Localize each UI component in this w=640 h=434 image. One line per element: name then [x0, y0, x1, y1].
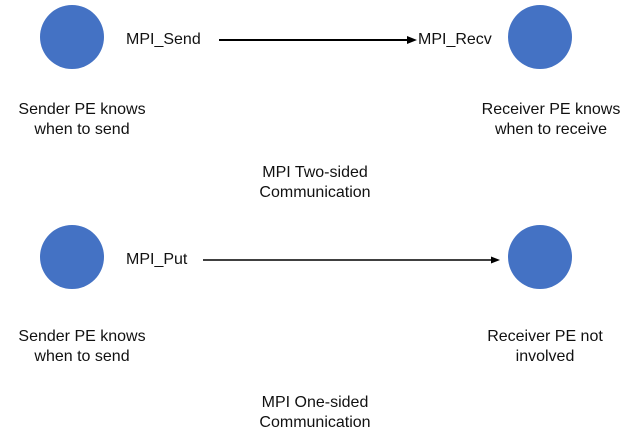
- sender-caption-line-1: Sender PE knows: [18, 328, 146, 345]
- sender-node-one-sided: [40, 225, 104, 289]
- put-arrow: [203, 256, 500, 264]
- sender-caption-one-sided: Sender PE knows when to send: [0, 327, 164, 367]
- two-sided-title: MPI Two-sided Communication: [220, 163, 410, 203]
- receiver-caption-line-1: Receiver PE not: [487, 328, 603, 345]
- send-arrow: [219, 36, 417, 44]
- sender-caption-line-1: Sender PE knows: [18, 101, 146, 118]
- receiver-node-one-sided: [508, 225, 572, 289]
- receiver-node-two-sided: [508, 5, 572, 69]
- sender-node-two-sided: [40, 5, 104, 69]
- receiver-caption-line-1: Receiver PE knows: [481, 101, 621, 118]
- receiver-caption-line-2: when to receive: [494, 121, 608, 138]
- two-sided-title-line-2: Communication: [259, 184, 371, 201]
- mpi-send-label: MPI_Send: [126, 31, 201, 48]
- mpi-put-label: MPI_Put: [126, 251, 188, 268]
- receiver-caption-one-sided: Receiver PE not involved: [470, 327, 620, 367]
- one-sided-title-line-1: MPI One-sided: [261, 394, 369, 411]
- sender-caption-line-2: when to send: [34, 348, 130, 365]
- sender-caption-line-2: when to send: [34, 121, 130, 138]
- one-sided-title-line-2: Communication: [259, 414, 371, 431]
- one-sided-title: MPI One-sided Communication: [220, 393, 410, 433]
- two-sided-title-line-1: MPI Two-sided: [262, 164, 368, 181]
- sender-caption-two-sided: Sender PE knows when to send: [0, 100, 164, 140]
- receiver-caption-line-2: involved: [515, 348, 575, 365]
- mpi-recv-label: MPI_Recv: [418, 31, 492, 48]
- receiver-caption-two-sided: Receiver PE knows when to receive: [462, 100, 640, 140]
